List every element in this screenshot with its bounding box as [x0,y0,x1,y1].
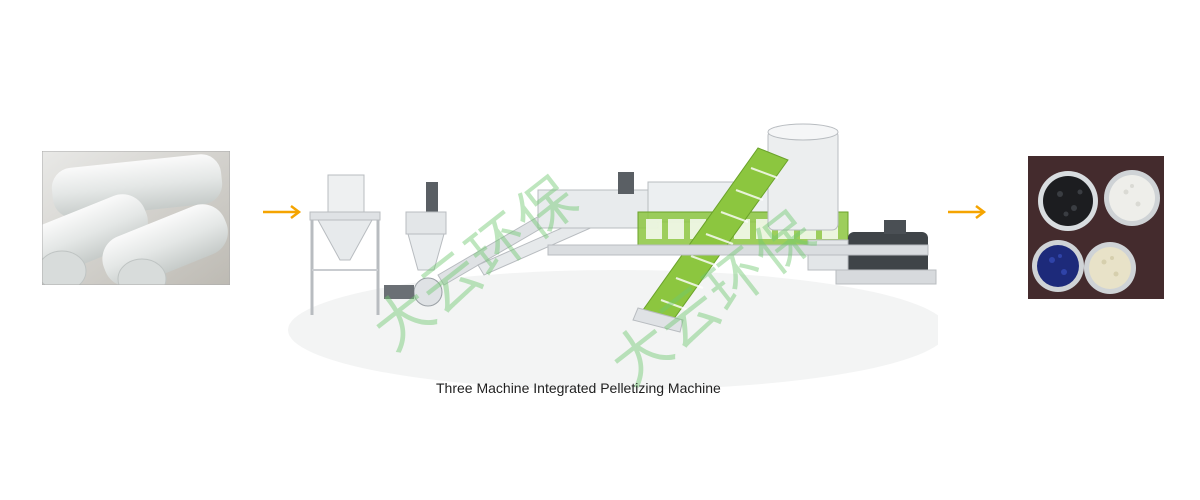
plastic-film-rolls-photo [42,151,230,285]
pelletizing-machine-illustration [288,123,938,390]
plastic-pellets-bowls-photo [1028,156,1164,299]
diagram-caption: Three Machine Integrated Pelletizing Mac… [436,380,721,396]
arrow-right-icon [263,205,302,219]
arrow-right-icon [948,205,987,219]
